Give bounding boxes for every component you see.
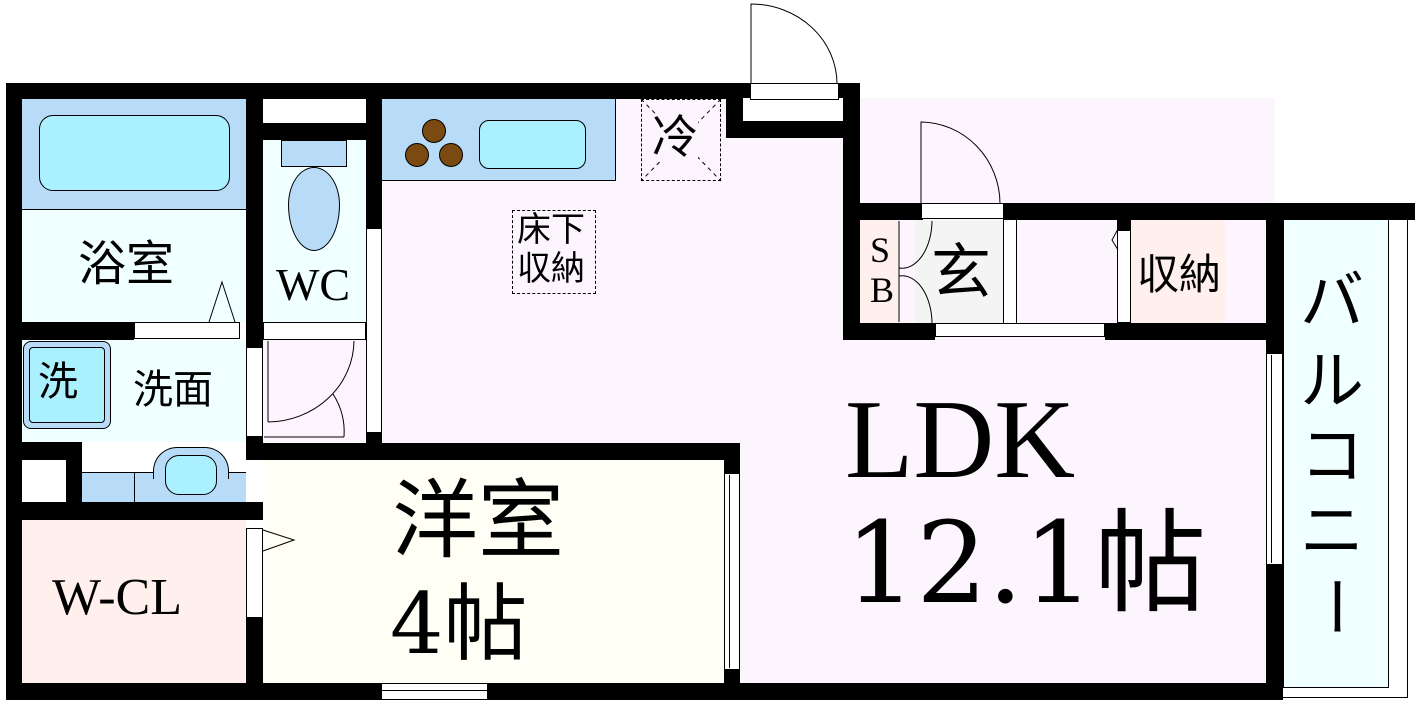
wall-wc-bottom: [246, 322, 263, 340]
hallway-wc-door: [263, 340, 366, 442]
label-fridge: 冷: [652, 110, 698, 164]
entrance-door-frame[interactable]: [921, 203, 1004, 219]
storage-room: [1131, 220, 1225, 323]
fridge-space: [641, 99, 721, 181]
wall-wcl-right-bottom: [246, 618, 263, 684]
toilet-tank-icon: [281, 140, 347, 167]
ldk-balcony-window-mullion: [1271, 355, 1272, 563]
wcl-door[interactable]: [246, 528, 263, 618]
label-balcony-2: ル: [1300, 345, 1364, 419]
washroom-door[interactable]: [246, 347, 263, 437]
label-underfloor-2: 収納: [517, 249, 585, 289]
storage-door-arrow: [1111, 228, 1119, 251]
wall-ldk-right-upper2: [1266, 220, 1283, 353]
entrance-slide-door[interactable]: [935, 323, 1105, 337]
wc-door-swing[interactable]: [263, 340, 366, 444]
underfloor-storage: [512, 210, 596, 294]
western-room: [263, 460, 724, 683]
western-window-bottom-mullion: [381, 690, 488, 691]
bathtub-icon: [39, 115, 230, 191]
bath-door-arrow: [208, 280, 236, 323]
stove-burner-icon: [439, 143, 463, 167]
door-frame-top: [750, 83, 839, 100]
label-wcl: W-CL: [52, 569, 182, 626]
shoebox-area: [860, 220, 898, 323]
wall-wc-top: [263, 123, 366, 140]
wall-western-right-bottom: [724, 670, 740, 684]
label-balcony-3: コ: [1300, 420, 1364, 494]
wall-entrance-top-right: [1003, 203, 1415, 220]
shoebox-doors[interactable]: [898, 220, 933, 324]
hall-ldk-slide[interactable]: [366, 228, 382, 433]
wall-storage-left: [1117, 220, 1131, 230]
storage-door[interactable]: [1117, 230, 1131, 323]
washing-machine-inner: [29, 347, 105, 423]
wall-bath-bottom: [22, 322, 134, 340]
pipe-shaft-void: [22, 460, 66, 502]
label-balcony-1: バ: [1300, 265, 1364, 339]
stove-burner-icon: [405, 143, 429, 167]
wcl-door-arrow: [262, 529, 296, 552]
wall-top-left: [6, 83, 750, 99]
door-swing-top: [750, 3, 838, 85]
label-western-name: 洋室: [392, 471, 564, 571]
entrance-door-swing[interactable]: [920, 121, 1004, 204]
label-entrance: 玄: [931, 238, 991, 308]
wall-outer-left: [6, 83, 22, 700]
counter-divider: [134, 472, 135, 502]
label-shoebox-b: B: [870, 270, 895, 310]
wall-wc-right: [366, 98, 382, 228]
label-ldk-size: 12.1帖: [845, 499, 1207, 629]
wall-western-top: [246, 443, 740, 460]
wall-western-right-top: [724, 443, 740, 473]
label-western-size: 4帖: [390, 575, 528, 673]
bath-door[interactable]: [134, 322, 240, 339]
label-washroom: 洗面: [133, 367, 213, 413]
wall-hall-post: [366, 433, 382, 445]
kitchen-sink-icon: [479, 120, 586, 169]
wall-ldk-right-lower: [1266, 565, 1283, 700]
wash-basin-icon: [165, 455, 217, 495]
wall-entrance-bottom-right: [1105, 323, 1275, 340]
label-underfloor-1: 床下: [517, 210, 585, 250]
balcony-rail: [1283, 218, 1408, 698]
wc-door-frame[interactable]: [263, 322, 366, 340]
label-bath: 浴室: [78, 236, 175, 292]
ldk-balcony-window[interactable]: [1266, 353, 1283, 565]
western-window-bottom[interactable]: [381, 683, 488, 700]
bathroom-floor: [22, 210, 246, 322]
label-ldk-name: LDK: [845, 378, 1076, 502]
entrance-step: [1003, 220, 1017, 323]
label-wc: WC: [276, 259, 351, 310]
balcony: [1283, 218, 1389, 688]
notch-void: [743, 98, 843, 121]
label-shoebox-s: S: [870, 230, 891, 270]
stove-burner-icon: [422, 119, 446, 143]
toilet-bowl-icon: [288, 167, 340, 251]
label-balcony-5: ー: [1295, 575, 1369, 639]
wcl-room: [22, 520, 246, 683]
wall-entrance-bottom: [843, 323, 935, 340]
wall-entrance-top-left: [843, 203, 923, 220]
wall-bottom: [6, 683, 381, 700]
wall-bottom-2: [488, 683, 1283, 700]
label-washer: 洗: [38, 359, 78, 405]
label-balcony-4: ニ: [1300, 495, 1364, 569]
wall-wash-wcl: [22, 502, 263, 520]
western-window-right[interactable]: [724, 473, 740, 670]
label-storage: 収納: [1137, 250, 1222, 299]
western-window-mullion: [729, 475, 730, 668]
